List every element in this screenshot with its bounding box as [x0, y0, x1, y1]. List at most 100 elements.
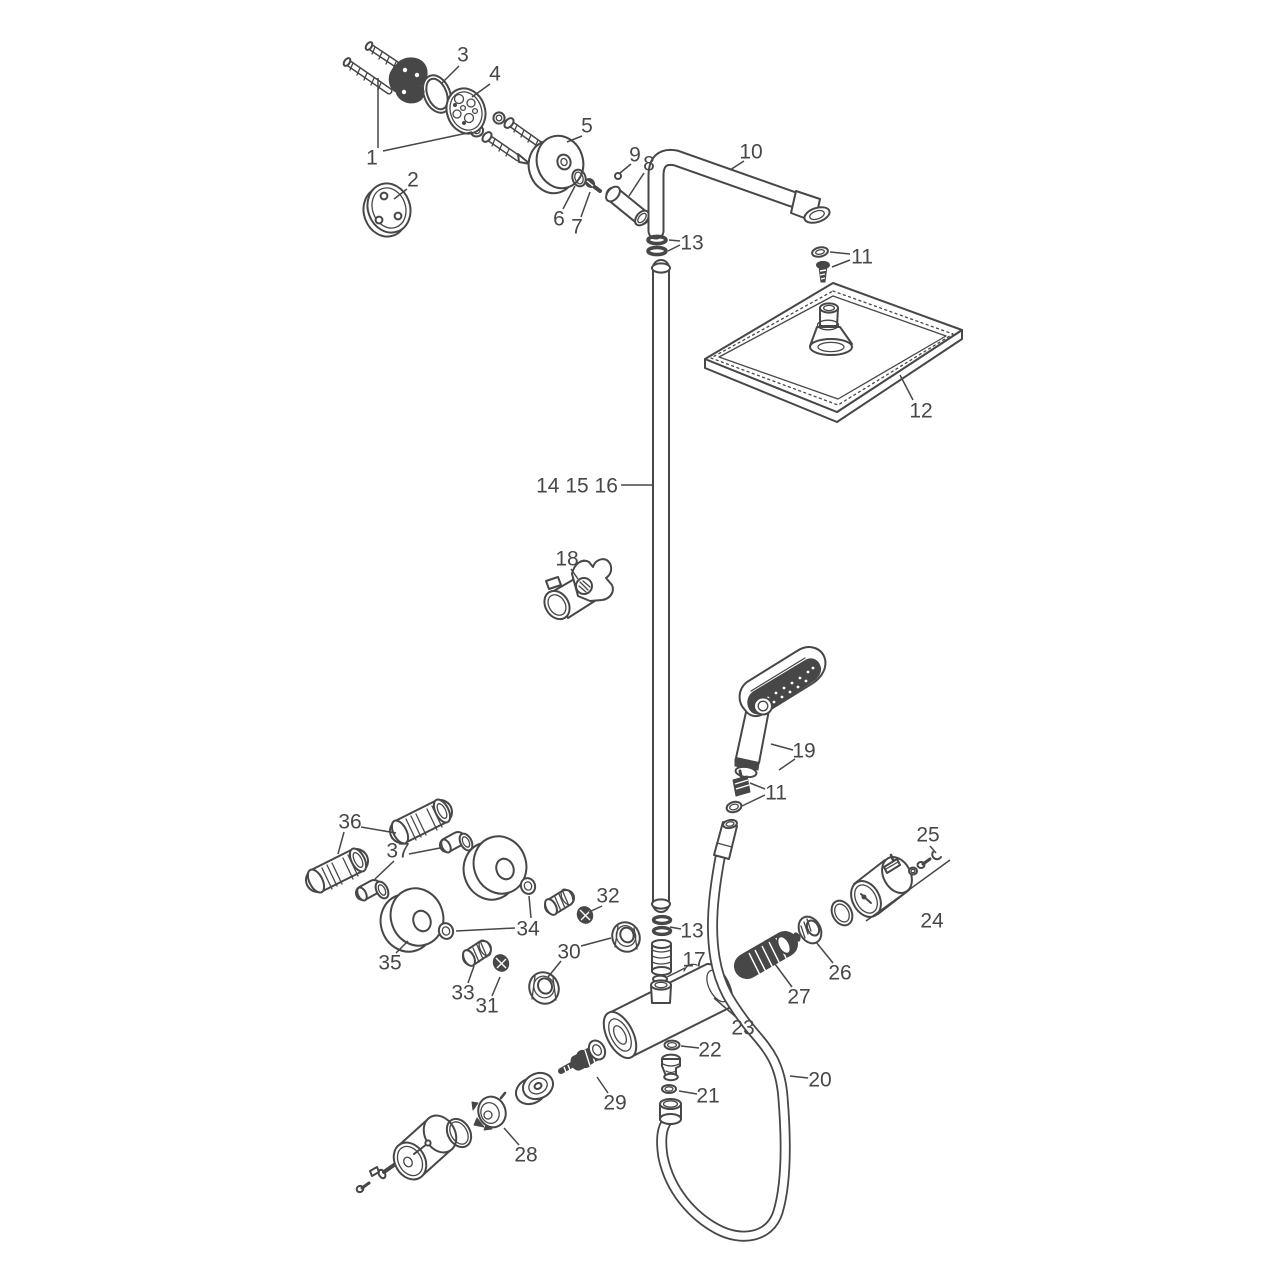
leader-line-33-0: [467, 965, 475, 984]
leader-line-36-1: [360, 826, 397, 834]
part-label-13-top: 13: [680, 232, 703, 255]
part-label-27: 27: [787, 986, 810, 1009]
hand-shower-hose-fitting: [713, 818, 738, 860]
leader-line-27-0: [774, 963, 793, 988]
part-label-25: 25: [916, 824, 939, 847]
part-20-shower-hose: [656, 852, 791, 1242]
part-36-unions: [305, 798, 453, 894]
part-37-bushings: [355, 831, 474, 902]
part-34-nuts: [437, 877, 537, 940]
leader-line-11-top-1: [831, 259, 851, 268]
part-9-ball: [614, 172, 622, 180]
swivel-joint: [753, 696, 773, 716]
leader-line-24-0: [865, 859, 951, 922]
flange-disc: [514, 1071, 555, 1106]
leader-line-23-0: [713, 997, 737, 1018]
part-21-washer: [661, 1084, 677, 1094]
part-19-hand-shower: [734, 646, 827, 779]
part-label-18: 18: [555, 548, 578, 571]
leader-line-11-top-0: [829, 251, 851, 255]
part-label-22: 22: [698, 1039, 721, 1062]
part-label-12: 12: [909, 400, 932, 423]
leader-line-3-0: [440, 65, 460, 85]
part-8-nipple: [605, 185, 650, 227]
washer-icon: [492, 111, 506, 125]
part-24-handle-sleeve: [850, 853, 913, 918]
leader-line-13-bottom-0: [669, 926, 682, 930]
part-label-5: 5: [581, 115, 593, 138]
part-label-23: 23: [731, 1017, 754, 1040]
part-label-10: 10: [739, 141, 762, 164]
riser-pipe-14-15-16: [651, 259, 671, 913]
leader-line-11-bottom-1: [741, 794, 766, 807]
riser-connector-13-17: [650, 914, 673, 984]
leader-line-26-0: [815, 941, 834, 964]
part-label-7: 7: [571, 216, 583, 239]
part-label-11-top: 11: [851, 246, 873, 269]
leader-line-11-bottom-0: [749, 782, 766, 790]
sleeve-ring: [445, 1117, 473, 1149]
part-label-37: 37: [386, 840, 409, 863]
leader-line-13-top-0: [668, 239, 681, 242]
leader-line-10-0: [729, 160, 745, 171]
part-label-11-bottom: 11: [765, 782, 787, 805]
part-label-30: 30: [557, 941, 580, 964]
part-27-thermostat-cartridge: [734, 931, 801, 979]
part-13-upper-orings: [646, 234, 668, 257]
part-label-8: 8: [643, 153, 655, 176]
leader-line-29-0: [596, 1076, 609, 1094]
part-18-slider-bracket: [543, 558, 614, 621]
part-28-adapter: [471, 1091, 507, 1131]
leader-line-6-0: [562, 185, 576, 210]
part-label-9: 9: [629, 144, 641, 167]
part-label-13-bottom: 13: [680, 920, 703, 943]
hand-shower-handle: [735, 709, 770, 764]
shower-head-ball-joint: [809, 302, 853, 356]
part-label-33: 33: [451, 982, 474, 1005]
leader-line-17-0: [666, 967, 686, 978]
part-label-6: 6: [553, 208, 565, 231]
leader-line-22-0: [680, 1045, 700, 1049]
part-32-check-valve: [544, 888, 594, 924]
part-7-screw: [584, 178, 602, 193]
part-label-34: 34: [516, 918, 540, 941]
part-label-19: 19: [792, 740, 815, 763]
part-33-check-valve: [462, 939, 492, 967]
leader-line-37-1: [374, 860, 395, 880]
leader-line-30-1: [580, 937, 612, 947]
part-label-35: 35: [378, 952, 401, 975]
leader-line-36-0: [337, 831, 345, 855]
leader-line-37-0: [408, 847, 441, 855]
part-label-20: 20: [808, 1069, 831, 1092]
part-label-14-15-16: 14 15 16: [536, 475, 618, 498]
leader-line-18-0: [570, 568, 579, 580]
leader-line-25-0: [929, 845, 937, 854]
part-label-21: 21: [696, 1085, 719, 1108]
leader-line-19-0: [770, 743, 794, 751]
part-label-26: 26: [828, 962, 851, 985]
leader-line-7-0: [580, 191, 591, 218]
leader-line-4-0: [471, 83, 491, 98]
part-label-17: 17: [682, 949, 705, 972]
part-2-escutcheon-ring: [362, 182, 412, 238]
leader-line-9-0: [619, 163, 632, 174]
part-1-mounting-hardware: [342, 41, 555, 165]
part-11-upper-fasteners: [811, 246, 830, 283]
part-label-3: 3: [457, 44, 469, 67]
part-label-31: 31: [475, 995, 498, 1018]
part-label-1: 1: [366, 147, 378, 170]
part-6-oring: [571, 168, 587, 188]
leader-line-13-top-1: [667, 244, 681, 252]
oring-seal-26-24: [830, 899, 854, 927]
part-4-function-block: [445, 87, 487, 135]
part-12-overhead-shower: [704, 282, 963, 423]
leader-line-1-1: [382, 131, 473, 152]
part-label-32: 32: [596, 885, 619, 908]
part-10-shower-arm: [647, 148, 831, 240]
part-25-screw-set: [908, 851, 942, 876]
leader-line-34-0: [528, 895, 532, 919]
part-label-24: 24: [920, 910, 944, 933]
